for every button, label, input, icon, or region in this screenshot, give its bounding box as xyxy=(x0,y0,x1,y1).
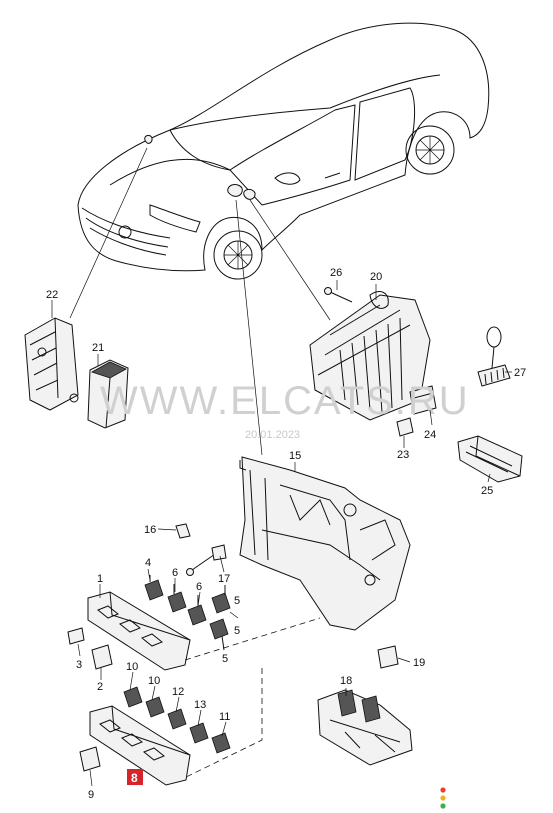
leader-20 xyxy=(249,199,331,321)
callout-22: 22 xyxy=(46,289,58,301)
callout-20: 20 xyxy=(370,271,382,283)
part-16-clip xyxy=(175,523,191,539)
callout-13: 13 xyxy=(194,699,206,711)
callout-2: 2 xyxy=(97,681,103,693)
callout-8[interactable]: 8 xyxy=(131,771,138,785)
callout-26: 26 xyxy=(330,267,342,279)
callout-27: 27 xyxy=(514,367,526,379)
callout-5a: 5 xyxy=(234,595,240,607)
callout-6b: 6 xyxy=(196,581,202,593)
status-dot-red xyxy=(440,787,446,793)
car-illustration xyxy=(77,22,490,280)
callout-labels: 22 21 26 20 24 23 27 25 15 16 4 6 6 17 5… xyxy=(46,267,526,801)
callout-15: 15 xyxy=(289,450,301,462)
status-dot-yellow xyxy=(440,795,446,801)
part-22-bracket xyxy=(24,317,79,411)
callout-21: 21 xyxy=(92,342,104,354)
leader-22 xyxy=(69,147,148,319)
part-19-relay xyxy=(377,645,399,669)
dash-link-upper xyxy=(184,617,321,661)
callout-6a: 6 xyxy=(172,567,178,579)
callout-5b-right: 5 xyxy=(234,625,240,637)
part-8-relay-plate xyxy=(89,705,191,786)
callout-25: 25 xyxy=(481,485,493,497)
part-17-screw xyxy=(186,544,227,576)
callout-3: 3 xyxy=(76,659,82,671)
watermark-date: 20.01.2023 xyxy=(245,429,300,441)
callout-9: 9 xyxy=(88,789,94,801)
callout-12: 12 xyxy=(172,686,184,698)
callout-10a: 10 xyxy=(126,661,138,673)
callout-1: 1 xyxy=(97,573,103,585)
callout-23: 23 xyxy=(397,449,409,461)
relays-upper xyxy=(144,575,231,651)
part-1-relay-plate xyxy=(87,591,191,671)
part-2-relay xyxy=(91,644,113,670)
part-27-cable xyxy=(477,326,511,387)
callout-18: 18 xyxy=(340,675,352,687)
leader-15 xyxy=(235,199,263,456)
part-25-cover xyxy=(457,435,523,483)
dash-link-lower xyxy=(179,668,263,781)
callout-10b: 10 xyxy=(148,675,160,687)
callout-24: 24 xyxy=(424,429,436,441)
status-dot-green xyxy=(440,803,446,809)
status-dots xyxy=(440,787,446,809)
relays-lower xyxy=(123,686,231,754)
callout-leaders xyxy=(51,280,512,787)
part-15-carrier xyxy=(239,456,411,631)
callout-5b: 5 xyxy=(222,653,228,665)
part-24-connector xyxy=(409,385,437,415)
callout-8-highlight[interactable]: 8 xyxy=(127,769,143,785)
part-18-bracket xyxy=(317,689,413,766)
callout-19: 19 xyxy=(413,657,425,669)
callout-16: 16 xyxy=(144,524,156,536)
part-9-relay xyxy=(79,746,101,772)
part-23-connector xyxy=(396,417,414,437)
callout-17: 17 xyxy=(218,573,230,585)
callout-4: 4 xyxy=(145,557,151,569)
part-21-module xyxy=(87,359,129,429)
watermark-text: WWW.ELCATS.RU xyxy=(100,379,470,423)
part-20-fuse-box xyxy=(309,287,431,421)
callout-11: 11 xyxy=(219,711,230,723)
part-3-relay xyxy=(67,627,85,645)
